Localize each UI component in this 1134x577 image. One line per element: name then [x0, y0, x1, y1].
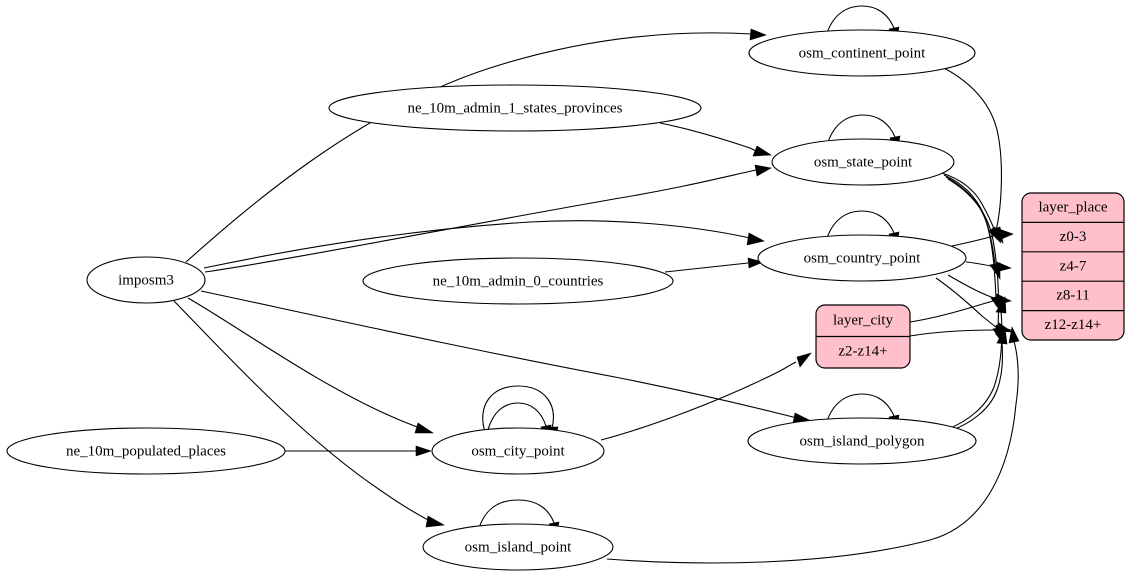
record-node-layer_city[interactable]: layer_city z2-z14+: [815, 304, 911, 369]
edge-osm_state_point-to-layer_place-z0_3: [941, 172, 1002, 244]
node-osm_country_point[interactable]: osm_country_point: [757, 234, 967, 282]
node-imposm3[interactable]: imposm3: [86, 256, 206, 304]
edge-imposm3-to-osm_island_point: [173, 300, 445, 528]
node-osm_island_point[interactable]: osm_island_point: [422, 523, 614, 571]
node-ne_10m_populated_places[interactable]: ne_10m_populated_places: [6, 427, 286, 475]
node-osm_state_point-label: osm_state_point: [814, 154, 913, 170]
node-osm_island_polygon-label: osm_island_polygon: [799, 433, 925, 449]
edge-osm_island_polygon-to-layer_place-z8_11: [947, 296, 1007, 430]
edge-osm_island_polygon-to-layer_place-z12_z14: [949, 327, 1008, 432]
node-osm_state_point[interactable]: osm_state_point: [771, 138, 955, 186]
record-row-layer_place-z12_z14[interactable]: z12-z14+: [1045, 317, 1102, 333]
record-row-layer_place-z0_3[interactable]: z0-3: [1060, 229, 1087, 245]
edge-ne_10m_populated_places-to-osm_city_point: [285, 445, 432, 457]
record-row-layer_city-z2_z14[interactable]: z2-z14+: [838, 343, 887, 359]
node-osm_continent_point[interactable]: osm_continent_point: [748, 29, 976, 77]
node-ne_10m_admin_1_states_provinces[interactable]: ne_10m_admin_1_states_provinces: [328, 84, 702, 132]
edge-osm_country_point-to-layer_place-z0_3: [951, 228, 1014, 247]
record-node-layer: layer_place z0-3 z4-7 z8-11 z12-z14+ lay…: [815, 192, 1125, 369]
node-osm_island_polygon[interactable]: osm_island_polygon: [747, 417, 977, 465]
edge-imposm3-to-osm_continent_point: [185, 28, 767, 263]
edge-imposm3-to-osm_island_polygon: [200, 290, 813, 424]
edge-ne_10m_admin_1_states_provinces-to-osm_state_point: [659, 122, 772, 157]
record-row-layer_city-title: layer_city: [833, 312, 893, 328]
node-osm_city_point[interactable]: osm_city_point: [431, 427, 605, 475]
node-osm_island_point-label: osm_island_point: [465, 539, 573, 555]
edge-imposm3-to-osm_city_point: [187, 297, 434, 434]
node-osm_country_point-label: osm_country_point: [804, 250, 921, 266]
edge-imposm3-to-osm_country_point: [203, 220, 765, 269]
node-ne_10m_populated_places-label: ne_10m_populated_places: [66, 443, 226, 459]
node-osm_continent_point-label: osm_continent_point: [799, 45, 926, 61]
node-layer: imposm3 ne_10m_populated_places ne_10m_a…: [6, 29, 977, 571]
edge-osm_country_point-to-layer_place-z4_7: [965, 261, 1012, 273]
node-osm_city_point-label: osm_city_point: [471, 443, 565, 459]
edge-osm_island_point-to-layer_place-z12_z14: [606, 326, 1020, 564]
record-row-layer_place-z4_7[interactable]: z4-7: [1060, 258, 1087, 274]
record-node-layer_place[interactable]: layer_place z0-3 z4-7 z8-11 z12-z14+: [1021, 192, 1125, 341]
edge-layer_city-to-layer_place-z12_z14: [909, 324, 1012, 337]
record-row-layer_place-z8_11[interactable]: z8-11: [1056, 288, 1090, 304]
edge-imposm3-to-osm_state_point: [204, 164, 772, 273]
node-ne_10m_admin_0_countries[interactable]: ne_10m_admin_0_countries: [362, 257, 674, 305]
node-ne_10m_admin_1_states_provinces-label: ne_10m_admin_1_states_provinces: [408, 100, 623, 116]
edge-ne_10m_admin_0_countries-to-osm_country_point: [664, 257, 764, 273]
node-ne_10m_admin_0_countries-label: ne_10m_admin_0_countries: [433, 273, 604, 289]
node-imposm3-label: imposm3: [118, 272, 174, 288]
edge-osm_city_point-to-layer_city-z2_z14: [600, 352, 812, 441]
record-row-layer_place-title: layer_place: [1038, 199, 1107, 215]
